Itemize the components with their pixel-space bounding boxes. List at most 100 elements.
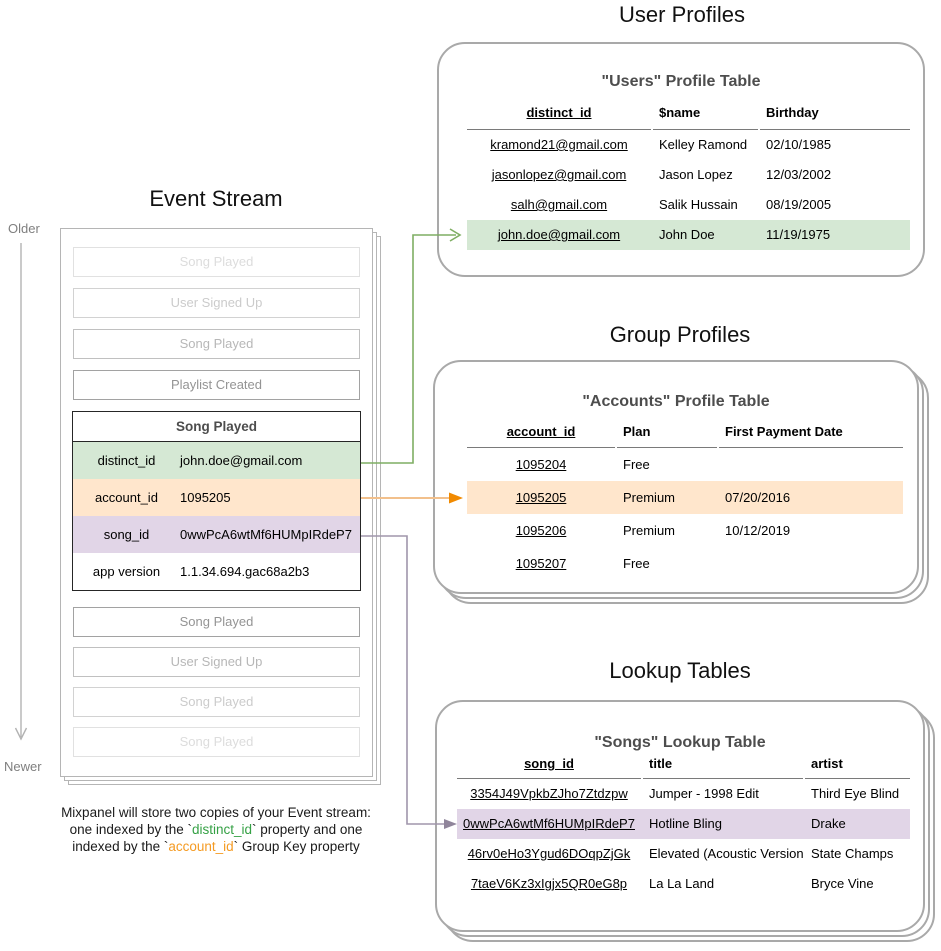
cell-first-payment bbox=[719, 448, 903, 481]
accounts-table-title: "Accounts" Profile Table bbox=[582, 393, 770, 410]
table-row-highlighted: john.doe@gmail.com John Doe 11/19/1975 bbox=[467, 220, 910, 250]
event-stream-container: Song Played User Signed Up Song Played P… bbox=[60, 228, 381, 785]
column-header-artist: artist bbox=[805, 750, 910, 779]
event-box: Song Played bbox=[73, 329, 360, 359]
cell-distinct-id: john.doe@gmail.com bbox=[497, 227, 621, 242]
table-row: jasonlopez@gmail.com Jason Lopez 12/03/2… bbox=[467, 160, 910, 190]
account-id-token: account_id bbox=[168, 839, 234, 854]
property-key: account_id bbox=[95, 490, 158, 505]
table-header: account_id Plan First Payment Date bbox=[467, 418, 903, 448]
cell-account-id: 1095206 bbox=[515, 523, 567, 538]
table-row: 7taeV6Kz3xIgjx5QR0eG8p La La Land Bryce … bbox=[457, 869, 910, 899]
cell-distinct-id: jasonlopez@gmail.com bbox=[491, 167, 627, 182]
property-value: john.doe@gmail.com bbox=[180, 453, 303, 468]
timeline-newer-label: Newer bbox=[4, 759, 42, 774]
cell-name: Jason Lopez bbox=[659, 167, 733, 182]
caption-line-3: indexed by the `account_id` Group Key pr… bbox=[72, 839, 360, 854]
table-row-highlighted: 1095205 Premium 07/20/2016 bbox=[467, 481, 903, 514]
caption-line-1: Mixpanel will store two copies of your E… bbox=[61, 805, 371, 820]
songs-table: song_id title artist 3354J49VpkbZJho7Ztd… bbox=[457, 750, 910, 899]
cell-first-payment: 10/12/2019 bbox=[725, 523, 791, 538]
card-surface bbox=[433, 360, 919, 594]
property-row-distinct-id: distinct_id john.doe@gmail.com bbox=[73, 442, 360, 479]
property-key: distinct_id bbox=[97, 453, 156, 468]
cell-song-id: 7taeV6Kz3xIgjx5QR0eG8p bbox=[470, 876, 628, 891]
event-box: Playlist Created bbox=[73, 370, 360, 400]
users-profile-card: "Users" Profile Table distinct_id $name … bbox=[437, 42, 925, 277]
cell-distinct-id: kramond21@gmail.com bbox=[490, 137, 628, 152]
event-box: User Signed Up bbox=[73, 288, 360, 318]
cell-name: John Doe bbox=[659, 227, 715, 242]
cell-account-id: 1095204 bbox=[515, 457, 567, 472]
property-value: 1.1.34.694.gac68a2b3 bbox=[180, 564, 310, 579]
event-stream-title: Event Stream bbox=[149, 186, 283, 211]
cell-plan: Free bbox=[623, 457, 650, 472]
column-header-song-id: song_id bbox=[457, 750, 641, 779]
cell-birthday: 12/03/2002 bbox=[766, 167, 832, 182]
group-profiles-title: Group Profiles bbox=[609, 322, 751, 347]
user-profiles-title: User Profiles bbox=[619, 2, 745, 27]
users-table-title: "Users" Profile Table bbox=[601, 73, 761, 90]
cell-artist: State Champs bbox=[811, 846, 894, 861]
table-row: 46rv0eHo3Ygud6DOqpZjGk Elevated (Acousti… bbox=[457, 839, 910, 869]
property-key: app version bbox=[92, 564, 161, 579]
focused-event-title: Song Played bbox=[73, 412, 360, 442]
cell-artist: Third Eye Blind bbox=[811, 786, 900, 801]
cell-artist: Bryce Vine bbox=[811, 876, 874, 891]
cell-song-id: 46rv0eHo3Ygud6DOqpZjGk bbox=[467, 846, 631, 861]
cell-distinct-id: salh@gmail.com bbox=[510, 197, 608, 212]
table-row: 1095204 Free bbox=[467, 448, 903, 481]
cell-song-id: 3354J49VpkbZJho7Ztdzpw bbox=[470, 786, 628, 801]
cell-title: Jumper - 1998 Edit bbox=[649, 786, 759, 801]
property-row-account-id: account_id 1095205 bbox=[73, 479, 360, 516]
property-key: song_id bbox=[103, 527, 150, 542]
event-box: Song Played bbox=[73, 247, 360, 277]
column-header-birthday: Birthday bbox=[760, 98, 910, 130]
cell-name: Kelley Ramond bbox=[659, 137, 748, 152]
distinct-id-token: distinct_id bbox=[191, 822, 253, 837]
cell-plan: Premium bbox=[623, 490, 676, 505]
cell-song-id: 0wwPcA6wtMf6HUMpIRdeP7 bbox=[463, 816, 635, 831]
event-box: Song Played bbox=[73, 687, 360, 717]
event-box: Song Played bbox=[73, 607, 360, 637]
table-header: song_id title artist bbox=[457, 750, 910, 779]
accounts-table: account_id Plan First Payment Date 10952… bbox=[467, 418, 903, 580]
property-row-app-version: app version 1.1.34.694.gac68a2b3 bbox=[73, 553, 360, 590]
column-header-distinct-id: distinct_id bbox=[467, 98, 651, 130]
property-value: 0wwPcA6wtMf6HUMpIRdeP7 bbox=[180, 527, 352, 542]
column-header-account-id: account_id bbox=[467, 418, 615, 448]
property-row-song-id: song_id 0wwPcA6wtMf6HUMpIRdeP7 bbox=[73, 516, 360, 553]
table-row: salh@gmail.com Salik Hussain 08/19/2005 bbox=[467, 190, 910, 220]
songs-lookup-card: "Songs" Lookup Table song_id title artis… bbox=[435, 700, 935, 942]
cell-title: Elevated (Acoustic Version) bbox=[649, 846, 803, 861]
cell-title: La La Land bbox=[649, 876, 715, 891]
column-header-title: title bbox=[643, 750, 803, 779]
cell-name: Salik Hussain bbox=[659, 197, 738, 212]
event-box: Song Played bbox=[73, 727, 360, 757]
event-box: User Signed Up bbox=[73, 647, 360, 677]
column-header-first-payment: First Payment Date bbox=[719, 418, 903, 448]
cell-birthday: 11/19/1975 bbox=[766, 227, 831, 242]
cell-first-payment bbox=[719, 547, 903, 580]
songs-table-title: "Songs" Lookup Table bbox=[594, 734, 766, 751]
caption-line-2: one indexed by the `distinct_id` propert… bbox=[69, 822, 363, 837]
cell-artist: Drake bbox=[811, 816, 846, 831]
cell-first-payment: 07/20/2016 bbox=[725, 490, 791, 505]
accounts-profile-card: "Accounts" Profile Table account_id Plan… bbox=[433, 360, 929, 604]
table-row: 1095206 Premium 10/12/2019 bbox=[467, 514, 903, 547]
table-row-highlighted: 0wwPcA6wtMf6HUMpIRdeP7 Hotline Bling Dra… bbox=[457, 809, 910, 839]
cell-plan: Free bbox=[623, 556, 650, 571]
column-header-plan: Plan bbox=[617, 418, 717, 448]
cell-plan: Premium bbox=[623, 523, 676, 538]
users-table: distinct_id $name Birthday kramond21@gma… bbox=[467, 98, 910, 250]
footer-caption: Mixpanel will store two copies of your E… bbox=[36, 804, 396, 855]
table-row: 3354J49VpkbZJho7Ztdzpw Jumper - 1998 Edi… bbox=[457, 779, 910, 809]
cell-birthday: 08/19/2005 bbox=[766, 197, 832, 212]
column-header-name: $name bbox=[653, 98, 758, 130]
cell-title: Hotline Bling bbox=[649, 816, 722, 831]
cell-birthday: 02/10/1985 bbox=[766, 137, 832, 152]
table-header: distinct_id $name Birthday bbox=[467, 98, 910, 130]
table-row: kramond21@gmail.com Kelley Ramond 02/10/… bbox=[467, 130, 910, 160]
timeline-arrow bbox=[14, 243, 28, 741]
